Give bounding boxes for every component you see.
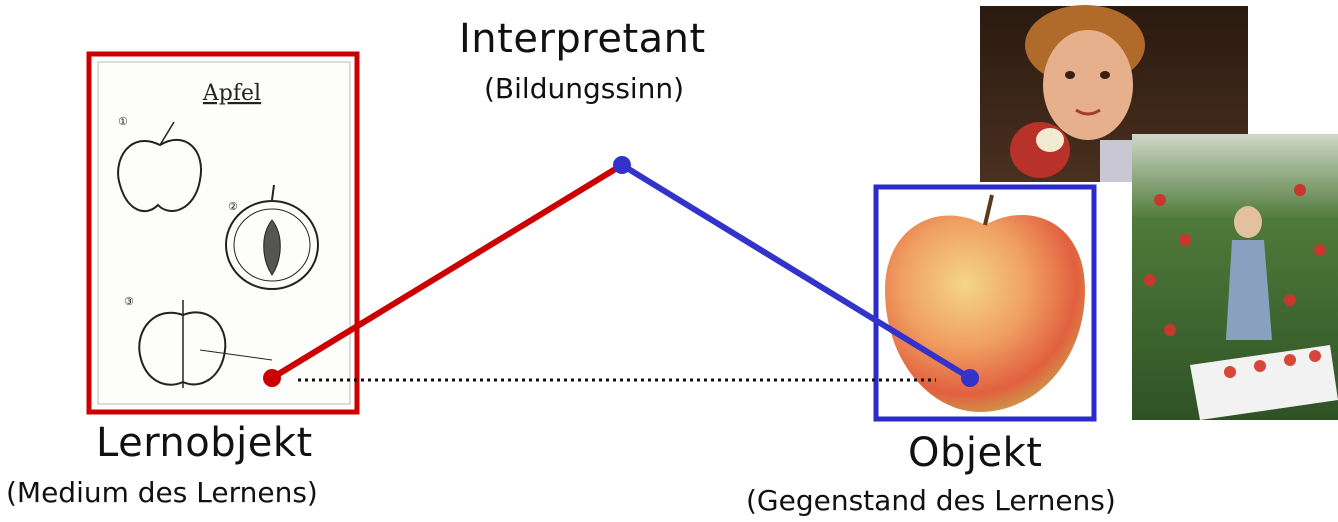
lernobjekt-subtitle: (Medium des Lernens) bbox=[6, 476, 318, 509]
interpretant-subtitle: (Bildungssinn) bbox=[484, 72, 685, 105]
red-connection-line bbox=[270, 162, 624, 381]
blue-connection-line bbox=[620, 162, 972, 381]
lernobjekt-title: Lernobjekt bbox=[96, 420, 313, 466]
objekt-title: Objekt bbox=[908, 430, 1043, 476]
lernobjekt-node bbox=[263, 369, 281, 387]
lernobjekt-frame bbox=[86, 51, 360, 415]
apple-image bbox=[876, 187, 1094, 419]
apple-half-sketch bbox=[138, 300, 273, 388]
worksheet-title: Apfel bbox=[202, 81, 261, 106]
worksheet-number-3: ③ bbox=[124, 295, 134, 308]
apple-cross-section-sketch bbox=[225, 184, 319, 290]
apple-outline-sketch bbox=[117, 139, 203, 213]
worksheet-number-2: ② bbox=[228, 200, 238, 213]
objekt-subtitle: (Gegenstand des Lernens) bbox=[746, 484, 1116, 517]
worksheet-number-1: ① bbox=[118, 115, 128, 128]
interpretant-title: Interpretant bbox=[459, 16, 706, 62]
objekt-frame bbox=[873, 184, 1097, 422]
orchard-harvest-photo bbox=[1132, 134, 1338, 420]
interpretant-node bbox=[613, 156, 631, 174]
worksheet-drawing: Apfel ① ② ③ bbox=[97, 61, 351, 405]
objekt-node bbox=[961, 369, 979, 387]
